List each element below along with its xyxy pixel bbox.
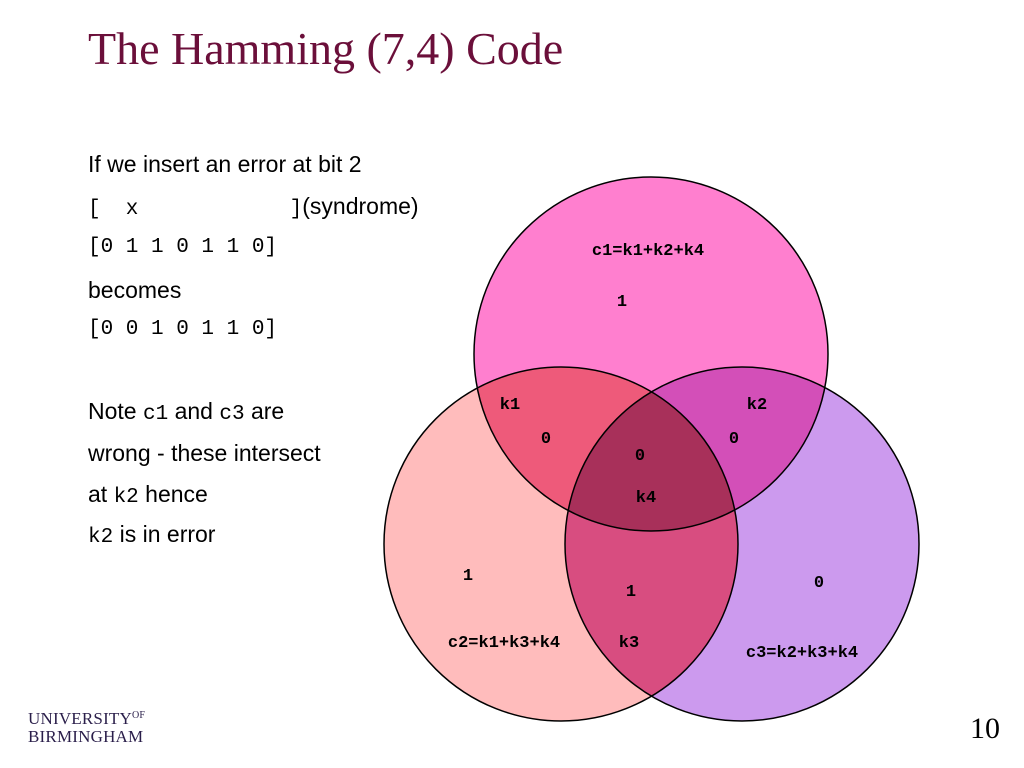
text-wrong-line: wrong - these intersect <box>88 440 321 466</box>
c1-formula: c1=k1+k2+k4 <box>592 242 704 261</box>
k1-value: 0 <box>541 430 551 449</box>
k1-label: k1 <box>500 396 520 415</box>
university-logo: UNIVERSITYOF BIRMINGHAM <box>28 707 145 746</box>
outline-c1 <box>473 176 829 532</box>
note-c3: c3 <box>219 403 245 426</box>
k4-value: 0 <box>635 447 645 466</box>
k2-value: 0 <box>729 430 739 449</box>
error-word: is in error <box>113 521 216 547</box>
error-k2: k2 <box>88 526 114 549</box>
region-all <box>565 367 738 531</box>
at-k2: k2 <box>113 486 139 509</box>
at-word: at <box>88 481 114 507</box>
codeword-corrupted: [0 0 1 0 1 1 0] <box>88 318 278 341</box>
syndrome-pattern: [ x ] <box>88 198 303 221</box>
note-are: are <box>244 398 285 424</box>
text-line-1: If we insert an error at bit 2 <box>88 151 362 177</box>
outline-c2 <box>383 366 739 722</box>
note-word: Note <box>88 398 143 424</box>
c3-value: 0 <box>814 574 824 593</box>
text-note-line: Note c1 and c3 are <box>88 398 284 426</box>
k3-label: k3 <box>619 634 639 653</box>
k2-label: k2 <box>747 396 767 415</box>
c1-value: 1 <box>617 293 627 312</box>
text-at-line: at k2 hence <box>88 481 208 509</box>
k3-value: 1 <box>626 583 636 602</box>
slide-title: The Hamming (7,4) Code <box>88 23 564 74</box>
page-number: 10 <box>970 712 1000 745</box>
logo-university: UNIVERSITY <box>28 709 132 728</box>
note-and: and <box>168 398 220 424</box>
c2-value: 1 <box>463 567 473 586</box>
text-becomes: becomes <box>88 277 182 303</box>
codeword-original: [0 1 1 0 1 1 0] <box>88 236 278 259</box>
hence-word: hence <box>138 481 208 507</box>
c2-formula: c2=k1+k3+k4 <box>448 634 560 653</box>
c3-formula: c3=k2+k3+k4 <box>746 644 858 663</box>
logo-of: OF <box>132 710 146 721</box>
text-error-line: k2 is in error <box>88 521 215 549</box>
k4-label: k4 <box>636 489 656 508</box>
note-c1: c1 <box>142 403 169 426</box>
text-line-2: [ x ](syndrome) <box>88 193 419 221</box>
logo-birmingham: BIRMINGHAM <box>28 727 144 746</box>
syndrome-label: (syndrome) <box>302 193 419 219</box>
outline-c3 <box>564 366 920 722</box>
